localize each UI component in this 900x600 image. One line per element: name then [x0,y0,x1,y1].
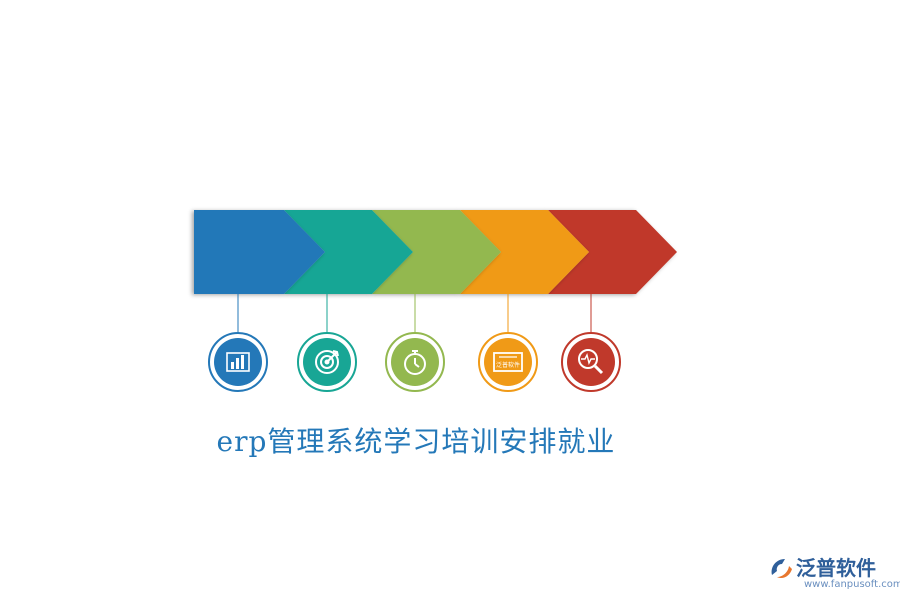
chevron-step-4 [460,210,589,294]
icon-circle-1 [208,332,268,392]
diagram-title: erp管理系统学习培训安排就业 [216,425,616,458]
icon-circle-5 [561,332,621,392]
icon-circle-3 [385,332,445,392]
brand-board-label: 泛普软件 [496,361,520,369]
bar-chart-icon [226,352,250,372]
stopwatch-icon [404,350,426,375]
chevron-step-3 [372,210,501,294]
search-pulse-icon [578,349,604,375]
brand-logo: 泛普软件 www.fanpusoft.com [768,552,900,594]
fanpu-logo-icon [771,559,792,579]
logo-url: www.fanpusoft.com [804,579,900,590]
chevron-step-5 [548,210,677,294]
logo-name: 泛普软件 [796,556,876,580]
target-icon [315,350,339,374]
icon-circle-4: 泛普软件 [478,332,538,392]
chevron-step-1 [194,210,325,294]
chevron-step-2 [284,210,413,294]
brand-board-icon: 泛普软件 [493,352,523,372]
icon-circle-2 [297,332,357,392]
